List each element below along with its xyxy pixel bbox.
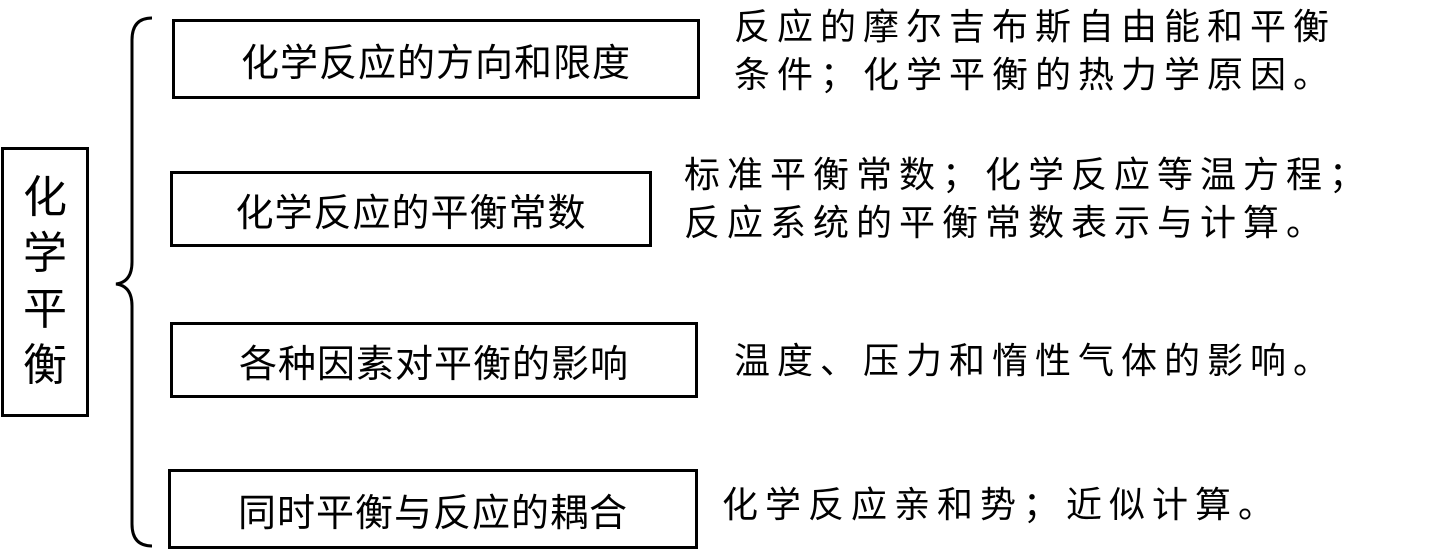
topic-box-direction-limit: 化学反应的方向和限度 [172, 19, 700, 99]
topic-description: 温度、压力和惰性气体的影响。 [734, 338, 1336, 386]
description-line: 反应的摩尔吉布斯自由能和平衡 [734, 7, 1337, 48]
root-topic-box: 化 学 平 衡 [1, 147, 89, 417]
description-line: 反应系统的平衡常数表示与计算。 [684, 203, 1330, 244]
topic-description: 化学反应亲和势；近似计算。 [722, 482, 1281, 530]
topic-label: 各种因素对平衡的影响 [238, 341, 629, 386]
topic-label: 化学反应的平衡常数 [235, 190, 587, 235]
description-line: 条件；化学平衡的热力学原因。 [734, 55, 1337, 96]
root-char: 衡 [23, 340, 67, 391]
topic-label: 化学反应的方向和限度 [240, 40, 631, 85]
description-line: 标准平衡常数；化学反应等温方程； [684, 155, 1373, 196]
description-line: 温度、压力和惰性气体的影响。 [734, 341, 1337, 382]
description-line: 化学反应亲和势；近似计算。 [722, 485, 1282, 526]
curly-brace [115, 16, 153, 548]
root-char: 学 [23, 228, 67, 279]
topic-box-coupling: 同时平衡与反应的耦合 [168, 469, 698, 549]
topic-description: 反应的摩尔吉布斯自由能和平衡 条件；化学平衡的热力学原因。 [734, 4, 1336, 100]
topic-description: 标准平衡常数；化学反应等温方程； 反应系统的平衡常数表示与计算。 [684, 152, 1372, 248]
root-char: 化 [23, 172, 67, 223]
topic-box-equilibrium-constant: 化学反应的平衡常数 [170, 171, 652, 247]
root-char: 平 [23, 284, 67, 335]
topic-label: 同时平衡与反应的耦合 [237, 490, 628, 535]
topic-box-factors: 各种因素对平衡的影响 [170, 322, 698, 398]
